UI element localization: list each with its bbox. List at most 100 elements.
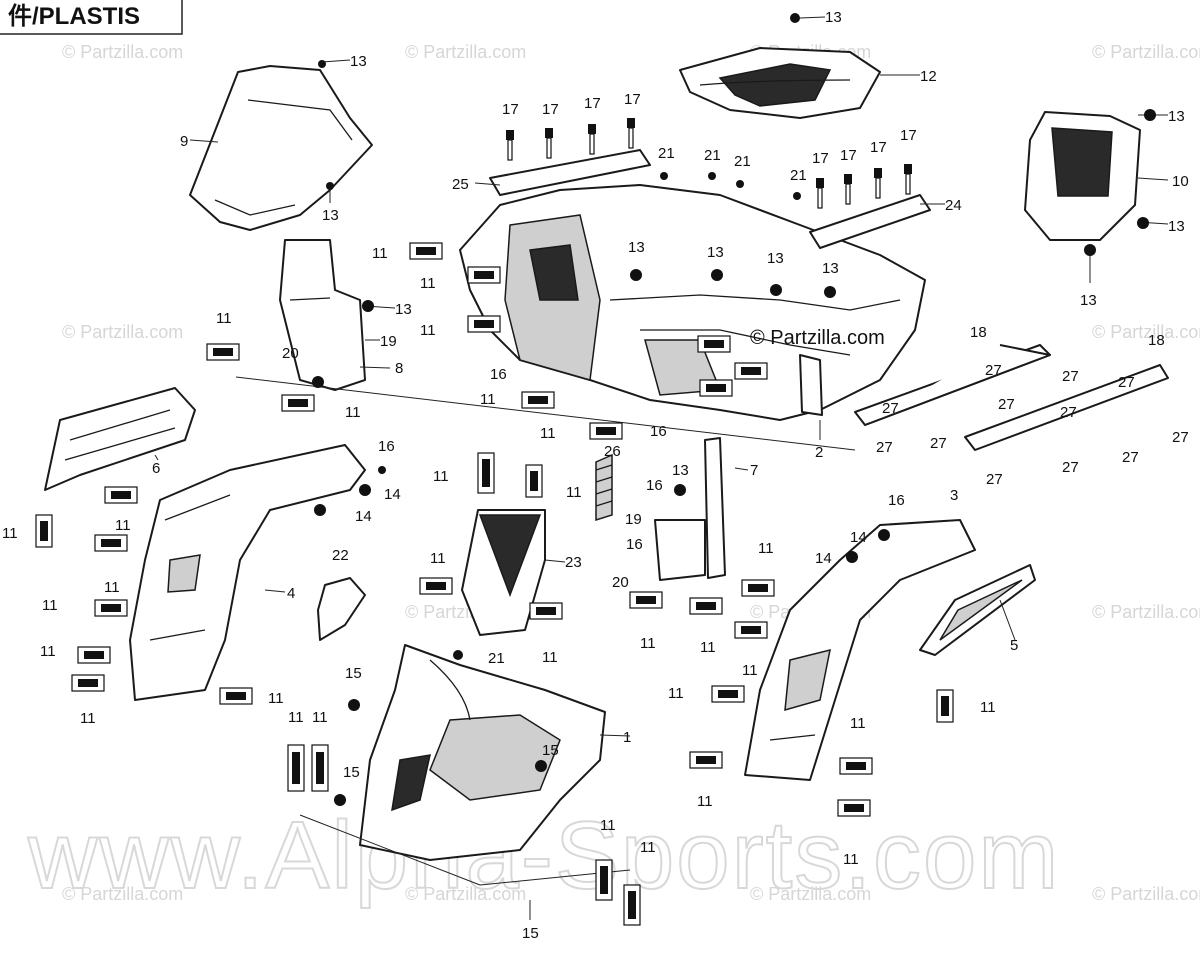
watermark: © Partzilla.com — [62, 322, 183, 342]
callout-11: 11 — [433, 468, 449, 485]
callout-17: 17 — [812, 150, 829, 167]
nut-icon — [846, 551, 858, 563]
callout-17: 17 — [624, 91, 641, 108]
callout-2: 2 — [815, 444, 823, 461]
clip-icon — [936, 689, 954, 723]
callout-27: 27 — [1062, 368, 1079, 385]
bolt-icon — [844, 174, 852, 205]
callout-11: 11 — [345, 404, 361, 421]
nut-icon — [314, 504, 326, 516]
callout-13: 13 — [672, 462, 689, 479]
callout-11: 11 — [115, 517, 131, 534]
clip-icon — [589, 422, 623, 440]
callout-11: 11 — [566, 484, 582, 501]
callout-16: 16 — [650, 423, 667, 440]
clip-icon — [629, 591, 663, 609]
callout-17: 17 — [542, 101, 559, 118]
callout-27: 27 — [986, 471, 1003, 488]
nut-icon — [711, 269, 723, 281]
callout-13: 13 — [1168, 218, 1185, 235]
callout-26: 26 — [604, 443, 621, 460]
nut-icon — [453, 650, 463, 660]
bolt-icon — [506, 130, 514, 161]
callout-27: 27 — [1118, 374, 1135, 391]
fastener-clips — [35, 242, 954, 926]
callout-21: 21 — [658, 145, 675, 162]
clip-icon — [467, 315, 501, 333]
callout-7: 7 — [750, 462, 758, 479]
callout-11: 11 — [420, 275, 436, 292]
clip-icon — [409, 242, 443, 260]
callout-27: 27 — [930, 435, 947, 452]
callout-19: 19 — [380, 333, 397, 350]
clip-icon — [281, 394, 315, 412]
callout-11: 11 — [540, 425, 556, 442]
callout-13: 13 — [767, 250, 784, 267]
callout-19: 19 — [625, 511, 642, 528]
part-small-shield — [317, 577, 366, 641]
callout-11: 11 — [40, 643, 56, 660]
part-front-fender — [359, 644, 606, 861]
callout-17: 17 — [502, 101, 519, 118]
callout-9: 9 — [180, 133, 188, 150]
callout-21: 21 — [488, 650, 505, 667]
clip-icon — [837, 799, 871, 817]
part-footboard-a — [854, 344, 1051, 426]
clip-icon — [699, 379, 733, 397]
nut-icon — [348, 699, 360, 711]
callout-11: 11 — [640, 839, 656, 856]
callout-16: 16 — [490, 366, 507, 383]
nut-icon — [326, 182, 334, 190]
part-rear-body — [459, 184, 926, 421]
callout-20: 20 — [282, 345, 299, 362]
callout-11: 11 — [640, 635, 656, 652]
callout-5: 5 — [1010, 637, 1018, 654]
callout-11: 11 — [850, 715, 866, 732]
copyright-credit: © Partzilla.com — [750, 327, 885, 349]
callout-11: 11 — [430, 550, 446, 567]
clip-icon — [529, 602, 563, 620]
callout-17: 17 — [870, 139, 887, 156]
callout-21: 21 — [704, 147, 721, 164]
nut-icon — [630, 269, 642, 281]
callout-17: 17 — [584, 95, 601, 112]
callout-23: 23 — [565, 554, 582, 571]
clip-icon — [477, 452, 495, 494]
callout-15: 15 — [345, 665, 362, 682]
nut-icon — [362, 300, 374, 312]
callout-13: 13 — [322, 207, 339, 224]
leader-lines — [154, 16, 1169, 920]
clip-icon — [689, 597, 723, 615]
callout-17: 17 — [840, 147, 857, 164]
nut-icon — [824, 286, 836, 298]
watermark: © Partzilla.com — [1092, 322, 1200, 342]
callout-13: 13 — [395, 301, 412, 318]
callout-11: 11 — [104, 579, 120, 596]
clip-icon — [206, 343, 240, 361]
clip-icon — [525, 464, 543, 498]
clip-icon — [71, 674, 105, 692]
callout-8: 8 — [395, 360, 403, 377]
nut-icon — [1137, 217, 1149, 229]
callout-21: 21 — [790, 167, 807, 184]
callout-11: 11 — [312, 709, 328, 726]
callout-11: 11 — [542, 649, 558, 666]
nut-icon — [790, 13, 800, 23]
callout-11: 11 — [288, 709, 304, 726]
callout-13: 13 — [1080, 292, 1097, 309]
callout-10: 10 — [1172, 173, 1189, 190]
callout-14: 14 — [384, 486, 401, 503]
nut-icon — [793, 192, 801, 200]
callout-11: 11 — [268, 690, 284, 707]
nut-icon — [334, 794, 346, 806]
nut-icon — [535, 760, 547, 772]
watermark: © Partzilla.com — [1092, 602, 1200, 622]
callout-11: 11 — [216, 310, 232, 327]
clip-icon — [287, 744, 305, 792]
callout-24: 24 — [945, 197, 962, 214]
callout-13: 13 — [825, 9, 842, 26]
clip-icon — [219, 687, 253, 705]
nut-icon — [674, 484, 686, 496]
clip-icon — [104, 486, 138, 504]
